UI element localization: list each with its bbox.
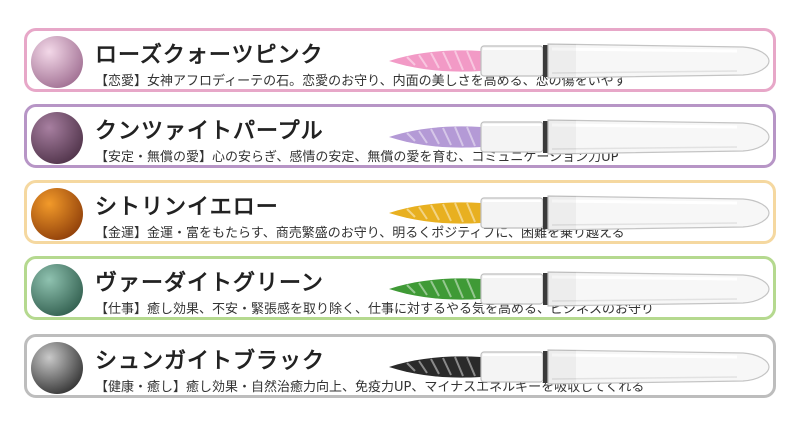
glass-pen-image	[389, 119, 770, 155]
color-name: シトリンイエロー	[95, 194, 279, 220]
color-description: 【金運】金運・富をもたらす、商売繁盛のお守り、明るくポジティブに、困難を乗り越え…	[95, 222, 625, 241]
pen-grip	[480, 351, 544, 383]
color-name: クンツァイトパープル	[95, 118, 324, 144]
color-description: 【健康・癒し】癒し効果・自然治癒力向上、免疫力UP、マイナスエネルギーを吸収して…	[95, 376, 644, 395]
pen-nib	[389, 202, 481, 224]
pen-nib-spiral	[406, 202, 476, 223]
pen-grip	[480, 273, 544, 305]
color-name: ローズクォーツピンク	[95, 42, 324, 68]
pen-band	[543, 121, 548, 153]
color-description: 【安定・無償の愛】心の安らぎ、感情の安定、無償の愛を育む、コミュニケーション力U…	[95, 146, 618, 165]
pen-nib-spiral	[406, 126, 476, 147]
pen-nib	[389, 356, 481, 378]
description-text: 癒し効果・自然治癒力向上、免疫力UP、マイナスエネルギーを吸収してくれる	[186, 380, 645, 395]
pen-nib-spiral	[406, 50, 476, 71]
pen-band	[543, 45, 548, 77]
color-name: ヴァーダイトグリーン	[95, 270, 324, 296]
stone-image	[31, 264, 83, 316]
glass-pen-image	[389, 271, 770, 307]
color-description: 【仕事】癒し効果、不安・緊張感を取り除く、仕事に対するやる気を高める、ビジネスの…	[95, 298, 654, 317]
description-text: 金運・富をもたらす、商売繁盛のお守り、明るくポジティブに、困難を乗り越える	[147, 226, 625, 241]
pen-barrel	[547, 271, 770, 307]
color-description: 【恋愛】女神アフロディーテの石。恋愛のお守り、内面の美しさを高める、恋の傷をいや…	[95, 70, 627, 89]
pen-nib	[389, 278, 481, 300]
description-text: 女神アフロディーテの石。恋愛のお守り、内面の美しさを高める、恋の傷をいやす	[147, 74, 627, 89]
color-card: ヴァーダイトグリーン 【仕事】癒し効果、不安・緊張感を取り除く、仕事に対するやる…	[24, 256, 776, 320]
category-tag: 【仕事】	[95, 302, 148, 317]
pen-grip	[480, 197, 544, 229]
category-tag: 【恋愛】	[95, 74, 148, 89]
category-tag: 【金運】	[95, 226, 148, 241]
stone-image	[31, 342, 83, 394]
pen-barrel	[547, 195, 770, 231]
pen-nib-spiral	[406, 356, 476, 377]
pen-nib	[389, 50, 481, 72]
color-card: ローズクォーツピンク 【恋愛】女神アフロディーテの石。恋愛のお守り、内面の美しさ…	[24, 28, 776, 92]
stone-image	[31, 36, 83, 88]
pen-grip	[480, 121, 544, 153]
pen-nib	[389, 126, 481, 148]
description-text: 癒し効果、不安・緊張感を取り除く、仕事に対するやる気を高める、ビジネスのお守り	[147, 302, 655, 317]
color-card: シトリンイエロー 【金運】金運・富をもたらす、商売繁盛のお守り、明るくポジティブ…	[24, 180, 776, 244]
color-card: シュンガイトブラック 【健康・癒し】癒し効果・自然治癒力向上、免疫力UP、マイナ…	[24, 334, 776, 398]
pen-band	[543, 273, 548, 305]
pen-grip	[480, 45, 544, 77]
pen-nib-spiral	[406, 278, 476, 299]
stone-image	[31, 112, 83, 164]
glass-pen-image	[389, 43, 770, 79]
pen-barrel	[547, 43, 770, 79]
category-tag: 【健康・癒し】	[95, 380, 187, 395]
color-card: クンツァイトパープル 【安定・無償の愛】心の安らぎ、感情の安定、無償の愛を育む、…	[24, 104, 776, 168]
glass-pen-image	[389, 349, 770, 385]
color-name: シュンガイトブラック	[95, 348, 326, 374]
pen-barrel	[547, 119, 770, 155]
pen-barrel	[547, 349, 770, 385]
category-tag: 【安定・無償の愛】	[95, 150, 213, 165]
glass-pen-image	[389, 195, 770, 231]
pen-band	[543, 351, 548, 383]
pen-band	[543, 197, 548, 229]
stone-image	[31, 188, 83, 240]
description-text: 心の安らぎ、感情の安定、無償の愛を育む、コミュニケーション力UP	[212, 150, 619, 165]
